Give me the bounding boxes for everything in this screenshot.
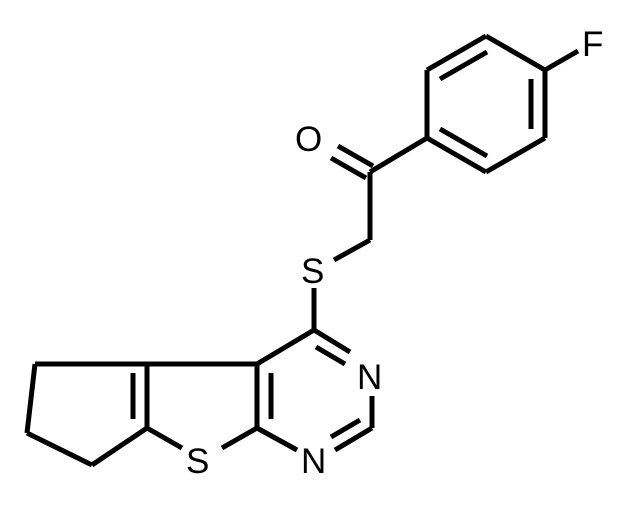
bond-c4-n3 [312, 327, 352, 355]
bond-c-f [543, 48, 580, 73]
fluorine-label: F [582, 25, 603, 64]
bond-aryl-carbonyl [368, 135, 429, 175]
bond-c2-n1 [333, 425, 374, 453]
bond-ring-bottom-left-inner [438, 126, 489, 159]
nitrogen-upper-label: N [357, 358, 382, 397]
bond-ch2a-ch2b [24, 363, 38, 434]
atom-labels: F O S N N S [186, 25, 603, 481]
bond-ch2b-ch2c [25, 430, 94, 468]
bond-ch2c-c6a [90, 425, 149, 468]
oxygen-label: O [295, 120, 322, 159]
bonds [24, 33, 580, 468]
bond-c2-n1-inner [329, 417, 362, 440]
bond-carbonyl-1 [336, 143, 375, 169]
bond-ring-top-left [425, 33, 488, 73]
bond-ring-bottom-right [484, 135, 547, 175]
bond-ch2-s [332, 237, 372, 263]
bond-s-c6a [145, 425, 184, 451]
bond-c4a-c4 [255, 327, 316, 367]
bond-ring-top-right [484, 33, 547, 73]
bond-c4-n3-inner [314, 344, 347, 367]
bond-ring-bottom-left [425, 135, 488, 175]
bond-c7a-s [220, 425, 259, 451]
bond-ring-top-left-inner [438, 49, 489, 82]
sulfur-thioether-label: S [301, 252, 324, 291]
nitrogen-lower-label: N [301, 442, 326, 481]
bond-carbonyl-2 [329, 155, 368, 181]
bond-n1-c7a [255, 425, 299, 453]
sulfur-ring-label: S [186, 442, 209, 481]
